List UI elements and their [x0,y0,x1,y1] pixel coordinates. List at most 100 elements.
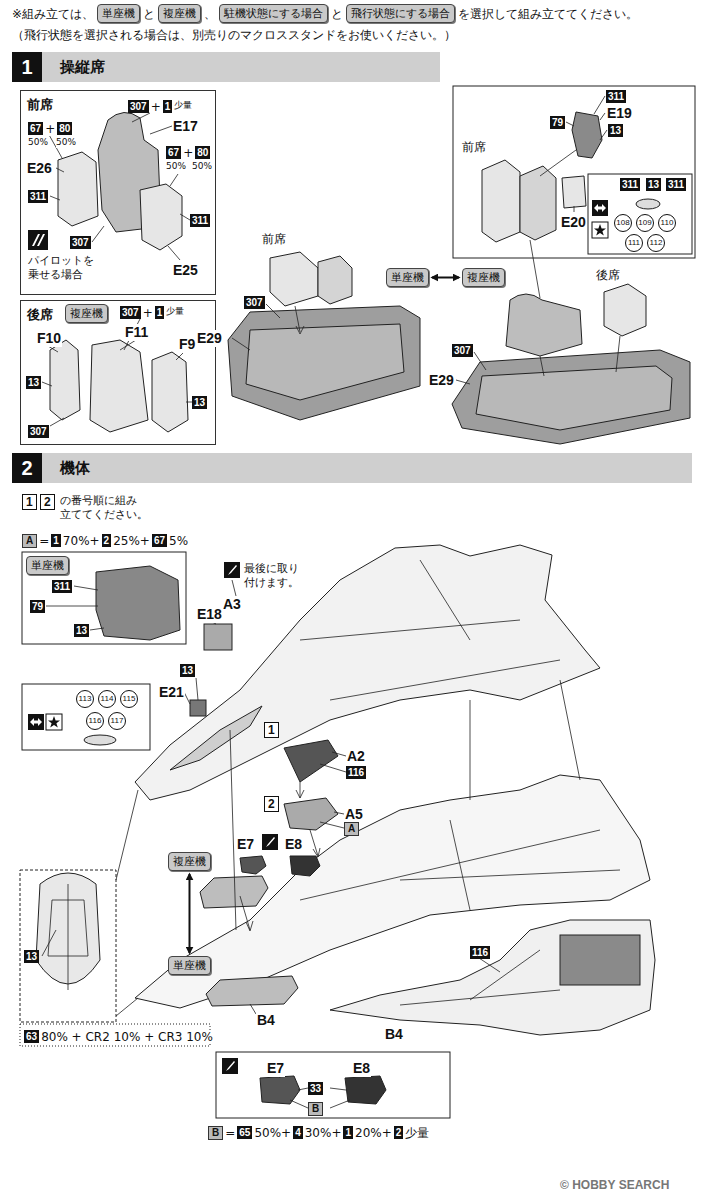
assembly-arrow [296,782,304,798]
part-number: B4 [256,1012,276,1029]
leader-line [266,304,280,318]
assembly-arrow [295,306,300,332]
paint-code: 13 [24,950,39,963]
part-number: E8 [352,1060,371,1077]
part-number: E20 [560,214,587,231]
engine-detail [560,935,640,985]
ratio-text: 少量 [174,100,192,111]
decal-number: 114 [98,690,116,708]
paint-code: 307 [28,425,49,438]
part-number: B4 [384,1026,404,1043]
lower-fuselage [135,775,650,1008]
decal-number: 116 [86,712,104,730]
seat-assembly [520,166,556,240]
upper-fuselage [135,545,600,800]
leader-line [168,246,180,260]
paint-code: 79 [30,600,45,613]
brush-icon [262,834,278,850]
icon-mark [594,224,606,236]
leader-line [170,174,178,186]
sub-assembly-panel: 後席複座機 [20,300,216,445]
part-number: E25 [172,262,199,279]
ratio-text: 50% [28,137,48,148]
note-text: + [45,122,55,136]
option-switch-arrow [432,277,459,279]
step-order-number: 1 [264,722,279,738]
paint-code: 307 [70,236,91,249]
part-number: E18 [196,606,223,623]
paint-code: 63 [24,1030,39,1043]
detail-panel [216,1052,450,1118]
paint-code: 1 [163,100,173,113]
note-text: = [39,534,49,548]
option-tag: 単座機 [386,268,429,287]
part-number: E17 [172,118,199,135]
note-text: と [143,7,155,21]
leader-line [150,126,172,134]
option-tag: 複座機 [158,4,201,23]
step-order-number: 2 [264,796,279,812]
paint-code: 67 [152,534,167,547]
color-mix-code: B [208,1126,223,1140]
paint-code: 13 [180,664,195,677]
option-panel [22,552,186,644]
panel-heading: 前席 [27,97,53,112]
seat-side-part [140,184,182,250]
part-number: E19 [606,105,633,122]
icon-ground [222,1058,238,1074]
paint-code: 116 [346,766,366,779]
option-switch-arrow [189,874,191,953]
leader-line [50,418,64,426]
part-number: E21 [158,684,185,701]
canopy-opening [170,706,262,770]
assembly-arrow [296,326,304,334]
icon-mark [30,718,42,726]
seat-assembly [482,160,520,242]
paint-code: 307 [120,306,141,319]
part-e18 [96,566,180,640]
marking-panel [588,174,692,254]
part-a5 [284,798,338,830]
leader-line [42,382,52,386]
leader-line [180,214,190,220]
panel-line [300,820,620,910]
note-text: 前席 [262,232,286,246]
note-text: 、 [204,7,216,21]
leader-line [574,206,575,212]
leader-line [176,352,184,360]
option-label: 複座機 [163,7,196,20]
seat-back-part [58,152,98,226]
paint-code: 67 [166,146,181,159]
icon-ground [592,222,608,238]
leader-line [320,812,344,828]
option-tag: 複座機 [65,304,108,323]
note-text: 25%+ [113,534,150,548]
part-number: F10 [36,330,62,347]
note-text: = [225,1126,235,1140]
color-mix-code: A [344,822,359,836]
cockpit-tub [206,976,298,1006]
paint-code: 2 [102,534,112,547]
paint-code: 80 [57,122,72,135]
seat-part [50,340,80,420]
paint-code: 65 [237,1126,252,1139]
seat-part [90,340,148,432]
note-text: ※組み立ては、 [12,7,94,21]
pilot-icon [28,230,48,250]
decal-number: 108 [614,214,632,232]
drawing-detail [456,336,620,384]
leader-line [530,240,540,298]
option-tag: 飛行状態にする場合 [346,4,455,23]
leader-line [116,790,138,1016]
decal-icon [592,222,608,238]
cockpit-detail [476,366,672,430]
option-label: 単座機 [31,559,64,572]
drawing-detail [42,560,620,1108]
paint-code: 311 [28,190,48,203]
icon-mark [266,837,275,847]
cockpit-tub [452,350,690,444]
note-text: 後席 [596,268,620,282]
insignia-decal [636,199,660,209]
part-e8 [345,1076,386,1104]
paint-code: 1 [51,534,61,547]
